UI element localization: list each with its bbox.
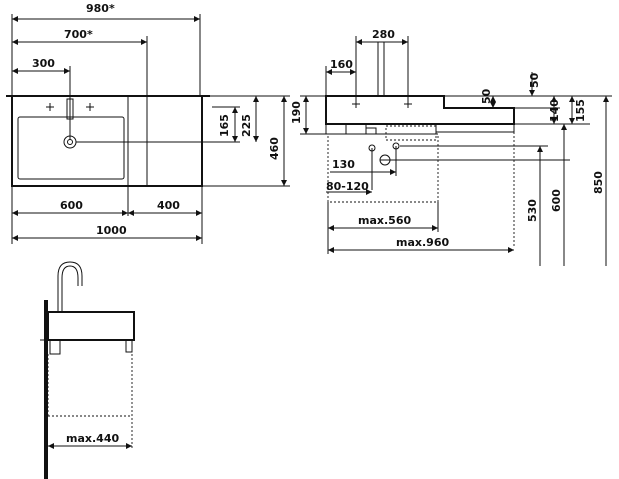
dim-160-label: 160 (330, 58, 353, 71)
basin-bowl (17, 116, 125, 180)
tap-hole-b-icon (404, 100, 412, 108)
side-view: 280 160 50 50 140 155 190 130 80-120 max (290, 28, 612, 266)
tap-hole-left-icon (46, 103, 54, 111)
dim-850-label: 850 (592, 171, 605, 194)
dim-600-side-label: 600 (550, 189, 563, 212)
faucet-spout (377, 41, 385, 97)
section-basin (47, 311, 135, 341)
dim-400-label: 400 (157, 199, 180, 212)
faucet-gooseneck (57, 261, 83, 312)
dim-165-label: 165 (218, 114, 231, 137)
dim-max-960-label: max.960 (396, 236, 449, 249)
dim-50-mid-label: 50 (480, 88, 493, 104)
dim-190-label: 190 (290, 101, 303, 124)
dim-140-label: 140 (548, 99, 561, 122)
dim-max-440-label: max.440 (66, 432, 119, 445)
tap-hole-right-icon (86, 103, 94, 111)
washbasin-outline (11, 95, 203, 187)
drain-inner-icon (67, 139, 73, 145)
top-view: 980* 700* 300 600 400 1000 165 225 460 (6, 2, 290, 244)
dim-300-label: 300 (32, 57, 55, 70)
dim-980-label: 980* (86, 2, 115, 15)
tap-hole-a-icon (352, 100, 360, 108)
dim-700-label: 700* (64, 28, 93, 41)
dim-155-label: 155 (574, 99, 587, 122)
section-view: max.440 (40, 261, 135, 479)
dim-max-560-label: max.560 (358, 214, 411, 227)
dim-600-label: 600 (60, 199, 83, 212)
dim-280-label: 280 (372, 28, 395, 41)
siphon-outline (327, 133, 439, 203)
drain-fitting (345, 123, 367, 135)
dim-225-label: 225 (240, 114, 253, 137)
dim-1000-label: 1000 (96, 224, 127, 237)
dim-80-120-label: 80-120 (326, 180, 369, 193)
dim-530-label: 530 (526, 199, 539, 222)
dim-130-label: 130 (332, 158, 355, 171)
dim-50-top-label: 50 (528, 72, 541, 88)
dim-460-label: 460 (268, 137, 281, 160)
